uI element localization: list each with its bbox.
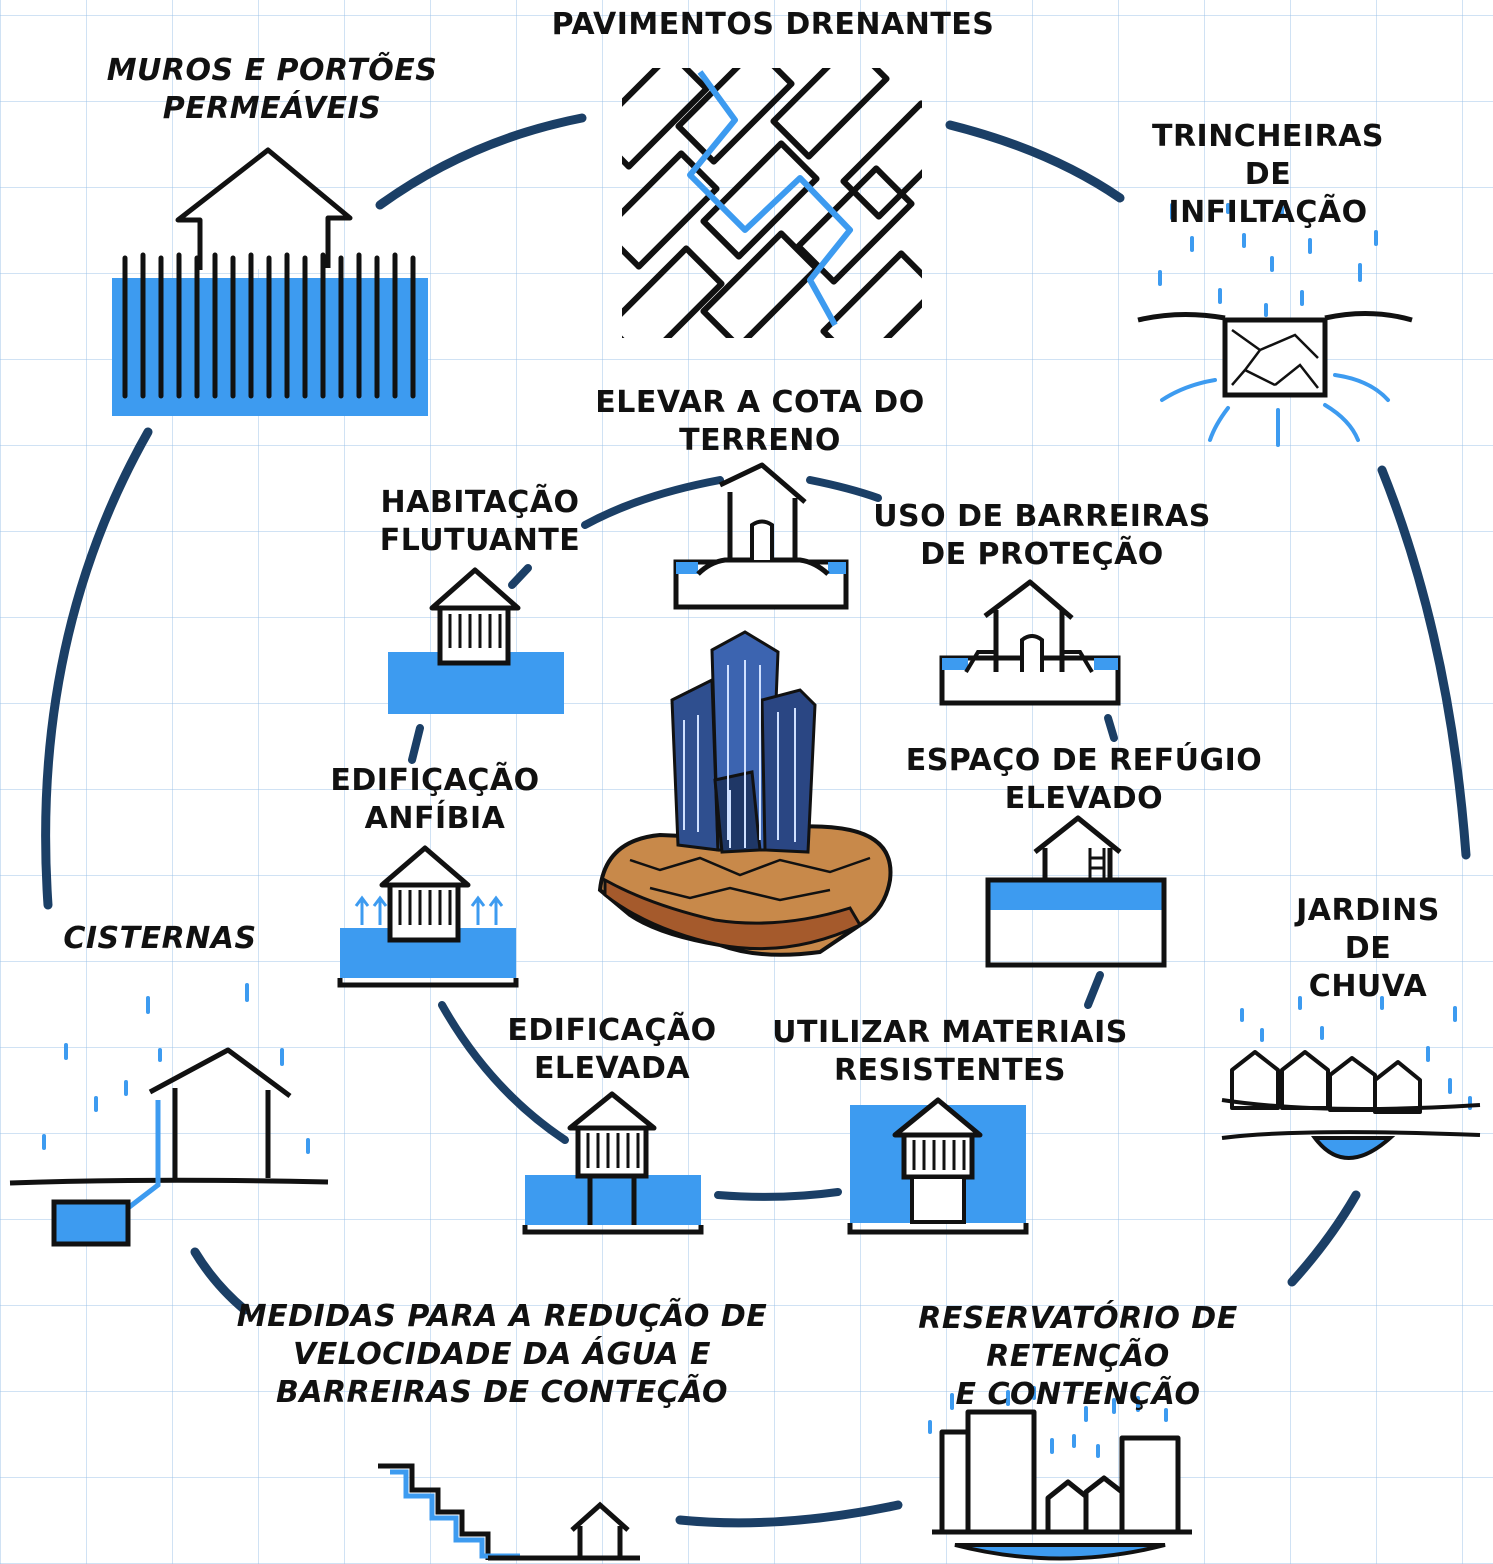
- water-speed-reduction-icon: [378, 1463, 640, 1561]
- floating-house-icon: [388, 567, 564, 714]
- cistern-icon: [9, 983, 329, 1247]
- rain-garden-icon: [1221, 996, 1481, 1160]
- label-jardins-chuva: JARDINS DE CHUVA: [1296, 893, 1440, 1004]
- outer-ring: [41, 113, 1471, 1528]
- label-pavimentos-drenantes: PAVIMENTOS DRENANTES: [551, 7, 995, 42]
- raise-ground-icon: [673, 462, 849, 610]
- elevated-refuge-icon: [985, 815, 1167, 968]
- amphibious-building-icon: [337, 845, 519, 988]
- label-medidas-reducao: MEDIDAS PARA A REDUÇÃO DE VELOCIDADE DA …: [236, 1299, 768, 1410]
- draining-pavement-icon: [622, 68, 922, 338]
- protection-barrier-icon: [939, 579, 1121, 706]
- elevated-building-icon: [522, 1091, 704, 1235]
- label-muros-portoes: MUROS E PORTÕES PERMEÁVEIS: [106, 53, 438, 126]
- label-cisternas: CISTERNAS: [63, 921, 257, 956]
- label-trincheiras: TRINCHEIRAS DE INFILTAÇÃO: [1151, 119, 1385, 230]
- inner-ring: [408, 476, 1118, 1201]
- label-edificacao-elevada: EDIFICAÇÃO ELEVADA: [507, 1013, 717, 1086]
- label-habitacao-flutuante: HABITAÇÃO FLUTUANTE: [379, 485, 581, 558]
- label-edificacao-anfibia: EDIFIÇAÇÃO ANFÍBIA: [330, 763, 540, 836]
- label-reservatorio: RESERVATÓRIO DE RETENÇÃO E CONTENÇÃO: [918, 1301, 1238, 1412]
- permeable-wall-icon: [112, 147, 428, 416]
- retention-reservoir-icon: [928, 1386, 1192, 1561]
- resistant-materials-icon: [847, 1097, 1029, 1235]
- infiltration-trench-icon: [1137, 203, 1413, 447]
- label-elevar-cota: ELEVAR A COTA DO TERRENO: [595, 385, 925, 458]
- label-refugio-elevado: ESPAÇO DE REFÚGIO ELEVADO: [905, 743, 1263, 816]
- label-materiais-resistentes: UTILIZAR MATERIAIS RESISTENTES: [772, 1015, 1128, 1088]
- city-island-icon: [597, 630, 893, 957]
- label-barreiras-protecao: USO DE BARREIRAS DE PROTEÇÃO: [873, 499, 1211, 572]
